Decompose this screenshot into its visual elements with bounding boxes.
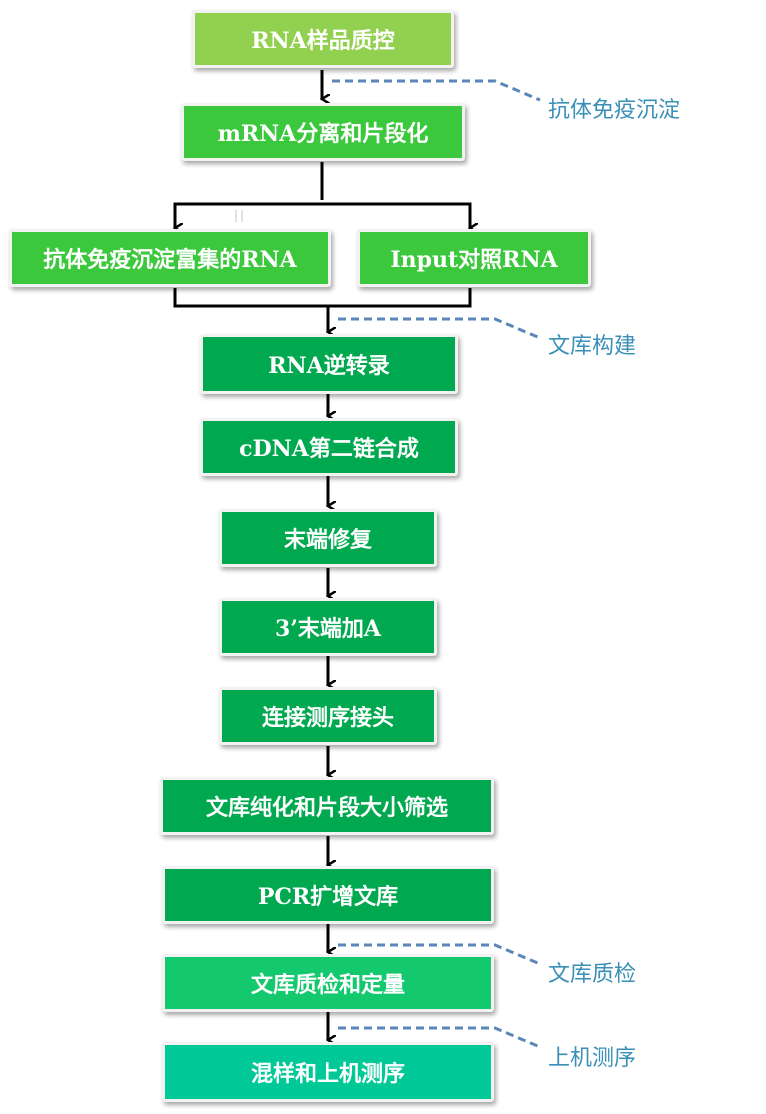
step-rna-qc: RNA样品质控 — [192, 10, 454, 68]
step-second-strand: cDNA第二链合成 — [200, 418, 458, 476]
step-library-purification: 文库纯化和片段大小筛选 — [160, 777, 494, 835]
step-pcr-amplification: PCR扩增文库 — [162, 866, 494, 924]
annotation-library-construction: 文库构建 — [548, 334, 637, 359]
step-adapter-ligation: 连接测序接头 — [219, 687, 437, 745]
merge-bracket — [173, 288, 472, 308]
step-end-repair: 末端修复 — [219, 509, 437, 567]
step-mrna-isolation: mRNA分离和片段化 — [181, 103, 465, 161]
annotation-library-qc: 文库质检 — [548, 962, 637, 987]
step-pooling-sequencing: 混样和上机测序 — [162, 1042, 494, 1102]
split-bracket — [173, 202, 472, 228]
step-ip-enriched-rna: 抗体免疫沉淀富集的RNA — [9, 229, 331, 287]
step-reverse-transcription: RNA逆转录 — [200, 334, 458, 394]
step-library-qc: 文库质检和定量 — [162, 954, 494, 1012]
annotation-sequencing: 上机测序 — [548, 1046, 637, 1071]
step-a-tailing: 3’末端加A — [219, 598, 437, 656]
dash-libqc — [338, 943, 541, 966]
step-input-control-rna: Input对照RNA — [357, 229, 591, 287]
dash-seq — [338, 1026, 541, 1049]
dash-lib — [338, 317, 541, 340]
annotation-immunoprecipitation: 抗体免疫沉淀 — [548, 98, 681, 123]
dash-ip — [332, 79, 541, 102]
